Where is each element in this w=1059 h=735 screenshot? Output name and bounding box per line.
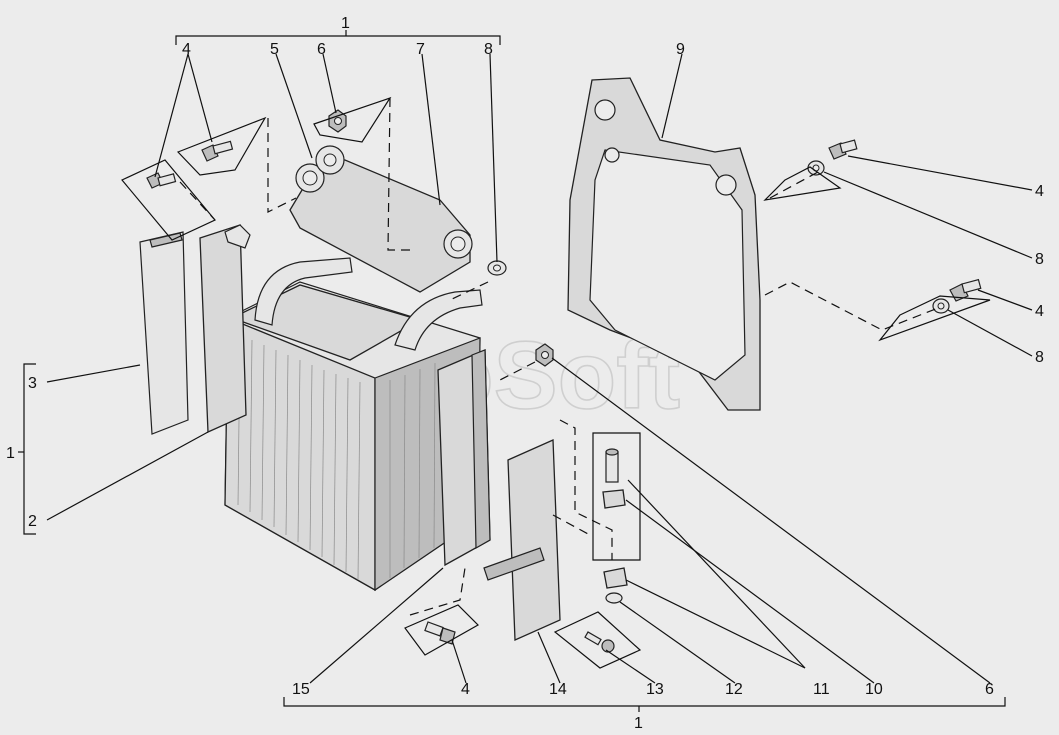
callout-top-6: 6 [317,41,326,58]
washer-12 [605,592,623,604]
leader-lines [46,53,1033,684]
nut-6-top [328,109,347,133]
callout-top-8: 8 [484,41,493,58]
callout-bottom-12: 12 [725,681,743,698]
callout-bottom-4: 4 [461,681,470,698]
callout-bottom-14: 14 [549,681,567,698]
side-seal-2 [199,224,251,433]
bolt-4-bottom [424,621,456,645]
group-bracket-top [175,30,501,45]
bolt-4-right-upper [828,139,858,160]
fan-shroud-9 [567,77,761,411]
washer-8-right-lower [932,298,950,314]
callout-bottom-10: 10 [865,681,883,698]
callout-bottom-15: 15 [292,681,310,698]
side-panel-14 [483,439,561,641]
callout-group-left: 1 [6,445,15,462]
callout-left-3: 3 [28,375,37,392]
nut-6-mid [535,343,554,367]
top-bracket-7 [289,159,473,293]
washer-5 [315,145,345,175]
group-bracket-left [18,363,36,535]
bolt-4-top-left [146,172,177,189]
callout-bottom-6: 6 [985,681,994,698]
callout-right-4b: 4 [1035,303,1044,320]
callout-right-4a: 4 [1035,183,1044,200]
callout-top-4: 4 [182,41,191,58]
callout-bottom-11: 11 [813,681,830,698]
bushing-11 [603,567,628,589]
side-panel-15 [437,349,491,567]
washer-8-top [487,260,507,276]
iso-plates [121,96,991,669]
side-seal-3 [139,231,189,435]
assembly-lines [179,97,939,616]
callout-right-8b: 8 [1035,349,1044,366]
bolt-4-top-mid [201,140,234,162]
callout-bottom-13: 13 [646,681,664,698]
callout-top-7: 7 [416,41,425,58]
bushing-10 [602,489,626,509]
callout-frame-9: 9 [676,41,685,58]
callout-left-2: 2 [28,513,37,530]
pin-11 [605,448,619,483]
group-bracket-bottom [283,697,1006,712]
callout-right-8a: 8 [1035,251,1044,268]
callout-group-bottom: 1 [634,715,643,732]
callout-group-top: 1 [341,15,350,32]
callout-top-5: 5 [270,41,279,58]
bolt-13 [584,631,615,653]
